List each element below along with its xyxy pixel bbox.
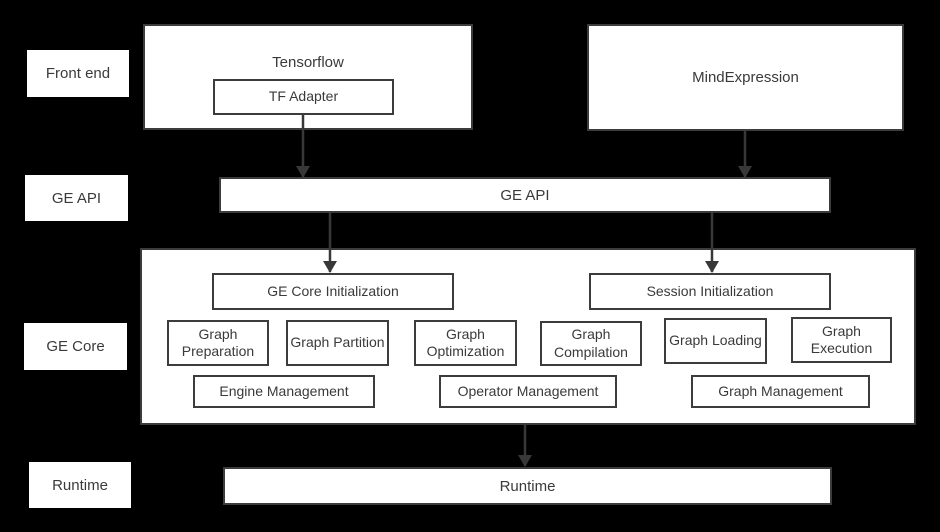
graph-management-box: Graph Management — [691, 375, 870, 408]
tf-adapter-box: TF Adapter — [213, 79, 394, 115]
graph-loading-box: Graph Loading — [664, 318, 767, 364]
graph-partition-box: Graph Partition — [286, 320, 389, 366]
mindexpression-box: MindExpression — [587, 24, 904, 131]
graph-preparation-box: Graph Preparation — [167, 320, 269, 366]
layer-label-ge-api: GE API — [25, 175, 128, 221]
ge-core-initialization-box: GE Core Initialization — [212, 273, 454, 310]
operator-management-box: Operator Management — [439, 375, 617, 408]
graph-optimization-box: Graph Optimization — [414, 320, 517, 366]
graph-compilation-box: Graph Compilation — [540, 321, 642, 366]
layer-label-runtime: Runtime — [29, 462, 131, 508]
ge-core-box: GE Core Initialization Session Initializ… — [140, 248, 916, 425]
runtime-bar: Runtime — [223, 467, 832, 505]
session-initialization-box: Session Initialization — [589, 273, 831, 310]
tensorflow-box: Tensorflow TF Adapter — [143, 24, 473, 130]
layer-label-ge-core: GE Core — [24, 323, 127, 370]
layer-label-front-end: Front end — [27, 50, 129, 97]
graph-execution-box: Graph Execution — [791, 317, 892, 363]
ge-api-bar: GE API — [219, 177, 831, 213]
tensorflow-label: Tensorflow — [272, 54, 344, 71]
engine-management-box: Engine Management — [193, 375, 375, 408]
